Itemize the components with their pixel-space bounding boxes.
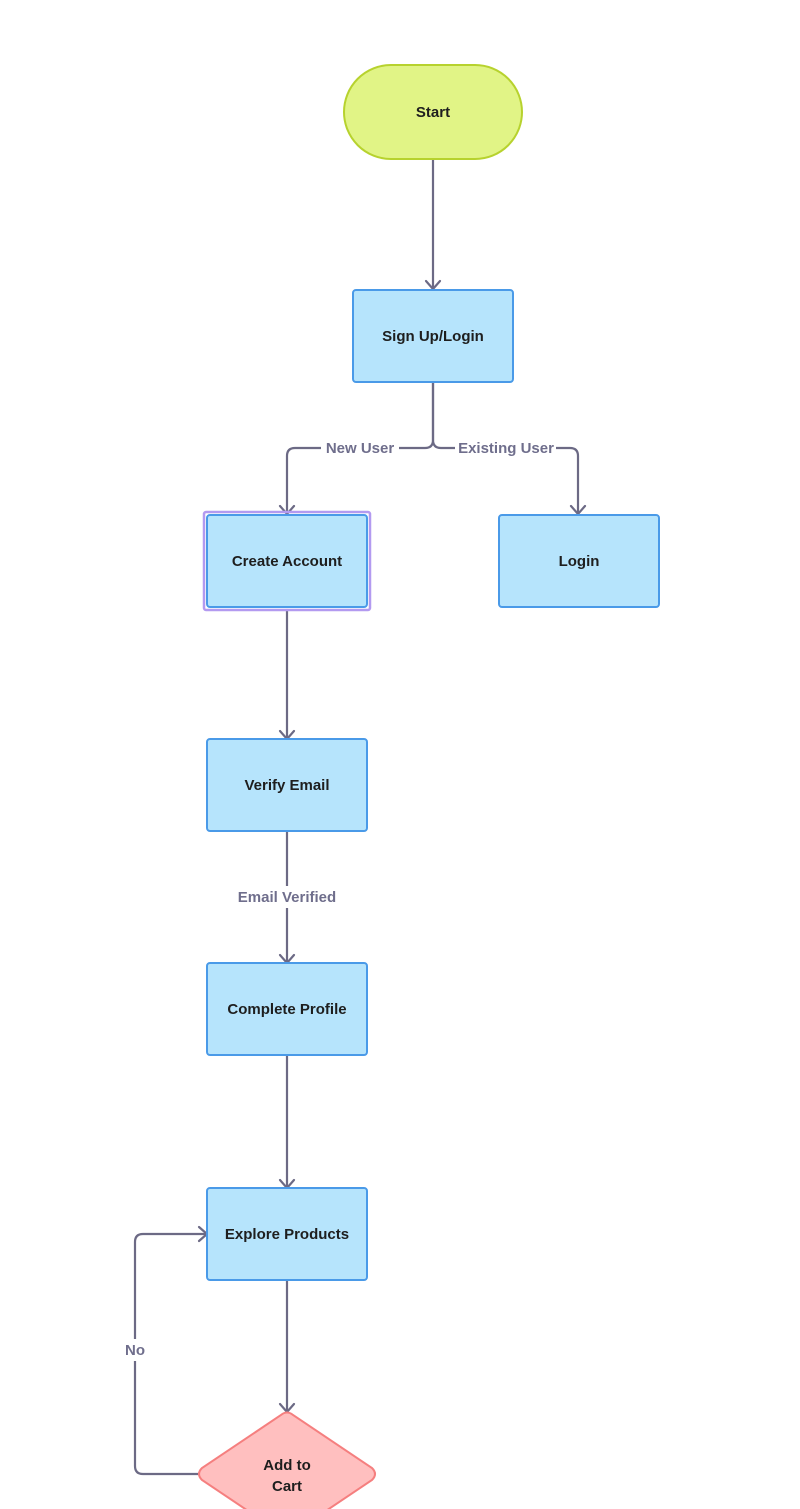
selection-outline: [202, 510, 372, 612]
edge-label-bg: [121, 1339, 149, 1361]
node-complete-profile[interactable]: Complete Profile: [206, 962, 368, 1056]
node-login[interactable]: Login: [498, 514, 660, 608]
node-explore-products[interactable]: Explore Products: [206, 1187, 368, 1281]
process-box-shape: [498, 514, 660, 608]
node-start[interactable]: Start: [343, 64, 523, 160]
edge-label-bg: [234, 886, 340, 908]
edge-label-existing-user: Existing User: [458, 440, 554, 457]
node-sign-up-login-label: Sign Up/Login: [382, 328, 484, 345]
node-explore-products-label: Explore Products: [225, 1226, 349, 1243]
node-complete-profile-label: Complete Profile: [227, 1001, 346, 1018]
edge-label-bg: [321, 438, 399, 458]
edge-label-bg: [455, 438, 556, 458]
start-terminal-shape: [343, 64, 523, 160]
node-start-label: Start: [416, 104, 450, 121]
process-box-shape: [206, 1187, 368, 1281]
process-box-shape: [206, 962, 368, 1056]
node-sign-up-login[interactable]: Sign Up/Login: [352, 289, 514, 383]
decision-diamond-shape: [198, 1411, 376, 1509]
process-box-shape: [206, 514, 368, 608]
edge-label-no: No: [125, 1342, 145, 1359]
node-verify-email-label: Verify Email: [244, 777, 329, 794]
node-add-to-cart-label-line2: Cart: [272, 1478, 302, 1495]
node-login-label: Login: [559, 553, 600, 570]
node-add-to-cart[interactable]: Add to Cart: [198, 1411, 376, 1509]
node-create-account-label: Create Account: [232, 553, 342, 570]
edge-label-new-user: New User: [326, 440, 395, 457]
process-box-shape: [352, 289, 514, 383]
process-box-shape: [206, 738, 368, 832]
edge-label-email-verified: Email Verified: [238, 889, 336, 906]
edge-labels-layer: New User Existing User Email Verified No: [121, 438, 556, 1361]
node-add-to-cart-label-line1: Add to: [263, 1457, 310, 1474]
nodes-layer: Start Sign Up/Login Create Account Login…: [198, 64, 660, 1509]
node-verify-email[interactable]: Verify Email: [206, 738, 368, 832]
node-create-account[interactable]: Create Account: [202, 510, 372, 612]
